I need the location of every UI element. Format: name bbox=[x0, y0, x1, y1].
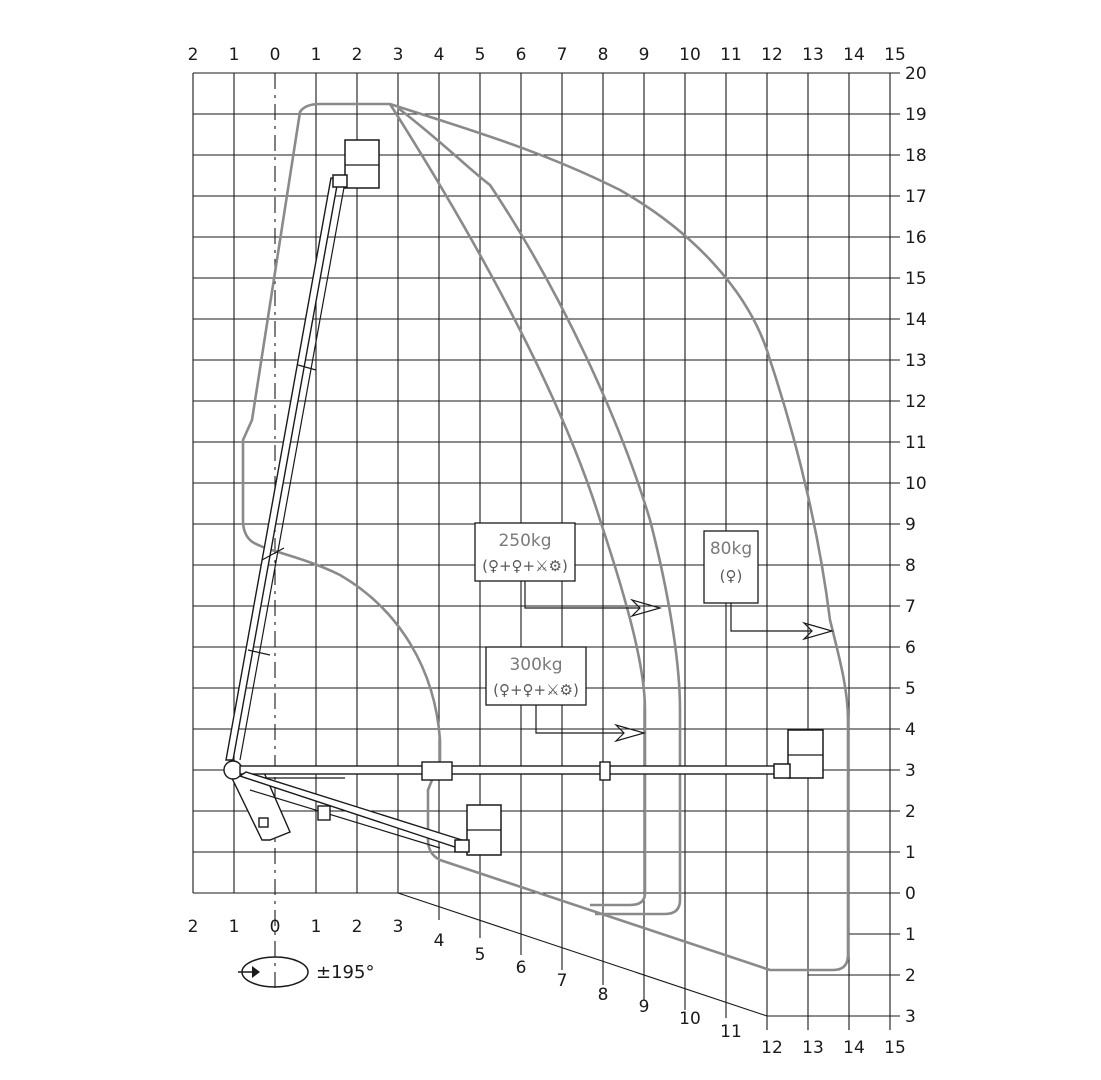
tick-label: 2 bbox=[188, 45, 199, 65]
pointer-arrow bbox=[730, 603, 812, 632]
rotation-indicator: ±195° bbox=[238, 956, 374, 988]
tick-label: 3 bbox=[905, 761, 916, 781]
tick-label: 3 bbox=[393, 917, 404, 937]
pointer-arrow bbox=[535, 705, 624, 734]
tick-label: 8 bbox=[598, 45, 609, 65]
tick-label: 2 bbox=[905, 966, 916, 986]
tick-label: 12 bbox=[761, 1038, 783, 1058]
boom-horizontal bbox=[239, 761, 781, 781]
tick-label: 10 bbox=[905, 474, 927, 494]
tick-label: 7 bbox=[557, 45, 568, 65]
basket-top bbox=[332, 139, 380, 189]
tick-label: 2 bbox=[905, 802, 916, 822]
two-persons-tools-icon: (♀+♀+⚔⚙) bbox=[482, 557, 568, 575]
tick-label: 3 bbox=[393, 45, 404, 65]
tick-label: 2 bbox=[352, 917, 363, 937]
tick-label: 4 bbox=[434, 931, 445, 951]
tick-label: 19 bbox=[905, 105, 927, 125]
tick-label: 20 bbox=[905, 64, 927, 84]
load-label-80kg: 80kg (♀) bbox=[703, 530, 835, 641]
tick-label: 12 bbox=[761, 45, 783, 65]
tick-label: 15 bbox=[884, 45, 906, 65]
tick-label: 2 bbox=[188, 917, 199, 937]
tick-label: 5 bbox=[905, 679, 916, 699]
basket-right bbox=[773, 729, 824, 779]
tick-label: 6 bbox=[516, 45, 527, 65]
tick-label: 4 bbox=[905, 720, 916, 740]
tick-label: 5 bbox=[475, 945, 486, 965]
rotation-label: ±195° bbox=[316, 962, 374, 983]
tick-label: 9 bbox=[639, 997, 650, 1017]
tick-label: 11 bbox=[905, 433, 927, 453]
tick-label: 9 bbox=[905, 515, 916, 535]
tick-label: 8 bbox=[598, 985, 609, 1005]
tick-label: 1 bbox=[905, 843, 916, 863]
tick-label: 5 bbox=[475, 45, 486, 65]
tick-label: 0 bbox=[905, 884, 916, 904]
load-weight: 80kg bbox=[710, 539, 752, 559]
tick-label: 1 bbox=[229, 45, 240, 65]
tick-label: 9 bbox=[639, 45, 650, 65]
two-persons-tools-icon: (♀+♀+⚔⚙) bbox=[493, 681, 579, 699]
tick-label: 14 bbox=[843, 1038, 865, 1058]
tick-label: 13 bbox=[802, 1038, 824, 1058]
tick-label: 6 bbox=[516, 958, 527, 978]
tick-label: 6 bbox=[905, 638, 916, 658]
y-axis-right: 20 19 18 17 16 15 14 13 12 11 10 9 8 7 6… bbox=[905, 64, 927, 1027]
x-axis-top: 2 1 0 1 2 3 4 5 6 7 8 9 10 11 12 13 14 1… bbox=[188, 45, 906, 65]
envelope-250kg bbox=[397, 106, 682, 916]
arrow-head-icon bbox=[613, 723, 647, 743]
tick-label: 13 bbox=[802, 45, 824, 65]
tick-label: 15 bbox=[905, 269, 927, 289]
tick-label: 18 bbox=[905, 146, 927, 166]
tick-label: 17 bbox=[905, 187, 927, 207]
tick-label: 7 bbox=[905, 597, 916, 617]
tick-label: 7 bbox=[557, 971, 568, 991]
tick-label: 8 bbox=[905, 556, 916, 576]
tick-label: 3 bbox=[905, 1007, 916, 1027]
tick-label: 1 bbox=[905, 925, 916, 945]
envelope-300kg bbox=[388, 103, 647, 907]
arrow-head-icon bbox=[629, 598, 663, 618]
pointer-arrow bbox=[524, 581, 640, 609]
basket-low bbox=[454, 804, 502, 856]
arrow-head-icon bbox=[801, 621, 835, 641]
tick-label: 1 bbox=[229, 917, 240, 937]
tick-label: 2 bbox=[352, 45, 363, 65]
tick-label: 10 bbox=[679, 45, 701, 65]
tick-label: 4 bbox=[434, 45, 445, 65]
tick-label: 11 bbox=[720, 45, 742, 65]
x-axis-bottom: 2 1 0 1 2 3 4 5 6 7 8 9 10 11 12 13 14 1… bbox=[188, 917, 906, 1058]
tick-label: 11 bbox=[720, 1022, 742, 1042]
single-person-icon: (♀) bbox=[720, 567, 743, 585]
load-weight: 250kg bbox=[498, 531, 551, 551]
tick-label: 15 bbox=[884, 1038, 906, 1058]
load-weight: 300kg bbox=[509, 655, 562, 675]
tick-label: 1 bbox=[311, 917, 322, 937]
load-label-250kg: 250kg (♀+♀+⚔⚙) bbox=[474, 522, 663, 618]
tick-label: 10 bbox=[679, 1009, 701, 1029]
tick-label: 0 bbox=[270, 45, 281, 65]
tick-label: 0 bbox=[270, 917, 281, 937]
tick-label: 1 bbox=[311, 45, 322, 65]
tick-label: 13 bbox=[905, 351, 927, 371]
load-label-300kg: 300kg (♀+♀+⚔⚙) bbox=[485, 646, 647, 743]
tick-label: 14 bbox=[905, 310, 927, 330]
tick-label: 14 bbox=[843, 45, 865, 65]
tick-label: 12 bbox=[905, 392, 927, 412]
envelope-80kg bbox=[241, 102, 850, 972]
tick-label: 16 bbox=[905, 228, 927, 248]
